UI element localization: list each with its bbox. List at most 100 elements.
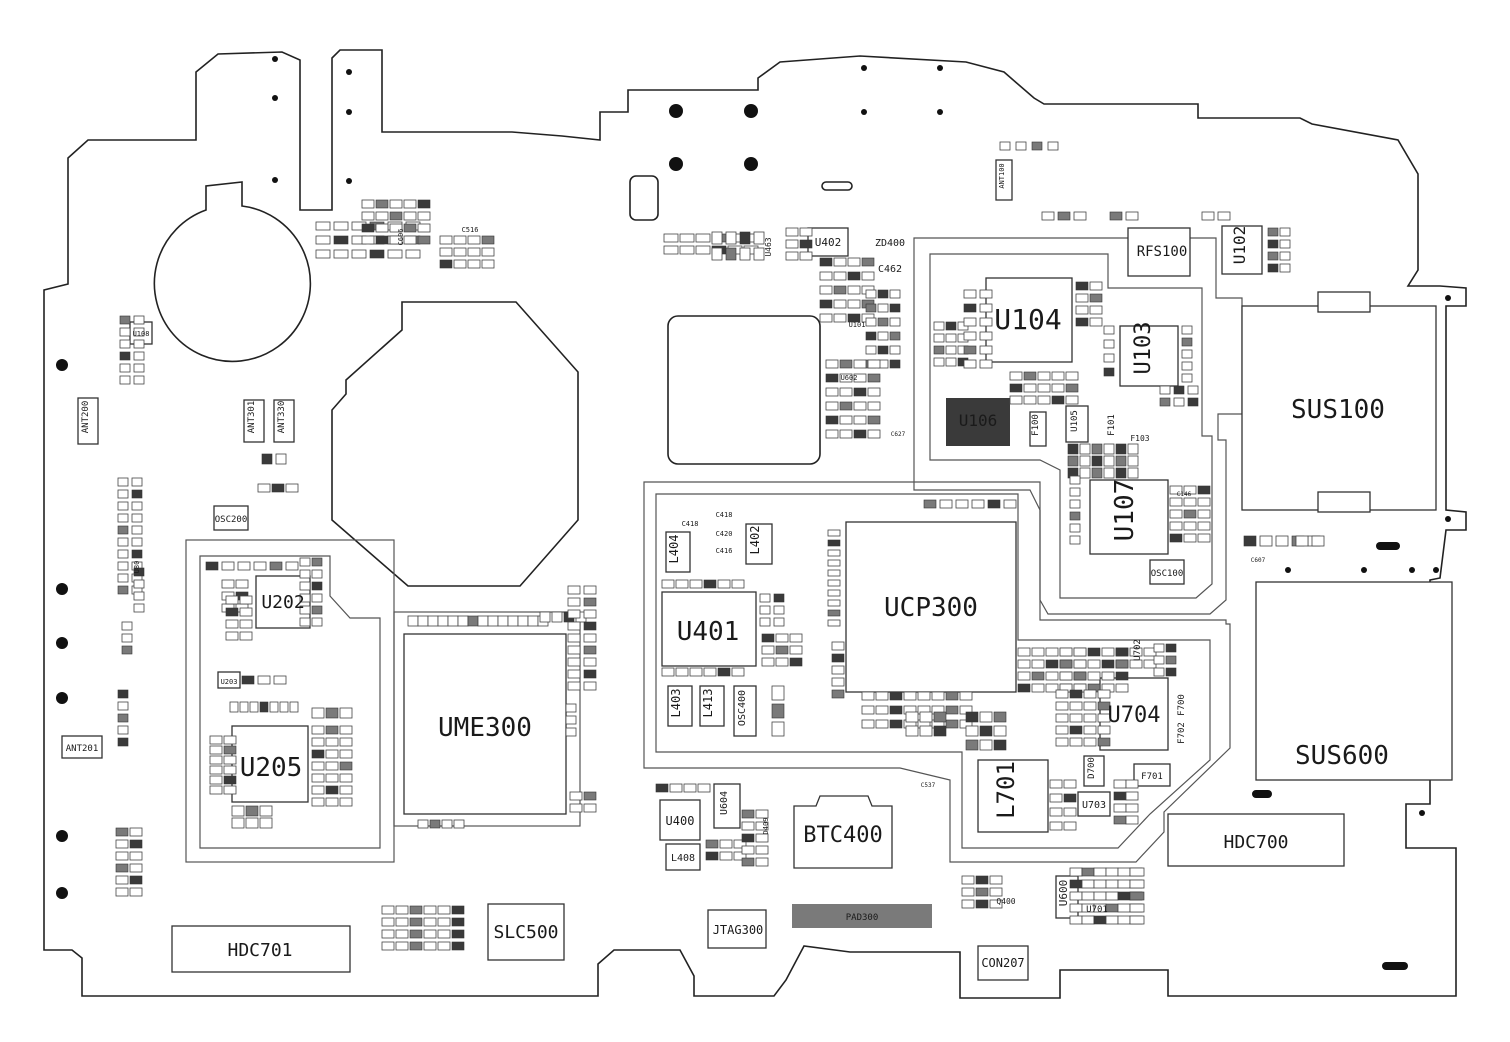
smd-pad <box>1113 815 1127 825</box>
smd-pad <box>877 289 889 299</box>
smd-pad <box>993 711 1007 723</box>
label-d700: D700 <box>1087 757 1097 779</box>
pad300-pad <box>792 904 932 928</box>
smd-pad <box>133 567 145 577</box>
smd-pad <box>933 321 945 331</box>
smd-pad <box>861 705 875 715</box>
smd-pad <box>825 415 839 425</box>
smd-pad <box>1113 791 1127 801</box>
smd-pad <box>565 727 577 737</box>
smd-pad <box>961 875 975 885</box>
label-rfs100: RFS100 <box>1137 244 1188 260</box>
smd-pad <box>119 351 131 361</box>
smd-pad <box>1115 467 1127 479</box>
smd-pad <box>403 223 417 233</box>
smd-pad <box>133 339 145 349</box>
smd-pad <box>679 245 695 255</box>
smd-pad <box>1101 671 1115 681</box>
smd-pad <box>875 705 889 715</box>
smd-pad <box>487 615 499 627</box>
smd-pad <box>1267 263 1279 273</box>
smd-pad <box>839 401 853 411</box>
smd-pad <box>567 585 581 595</box>
smd-pad <box>963 345 977 355</box>
smd-pad <box>1069 867 1083 877</box>
smd-pad <box>1017 647 1031 657</box>
smd-pad <box>1093 915 1107 925</box>
smd-pad <box>933 357 945 367</box>
label-u108: U108 <box>133 330 150 338</box>
smd-pad <box>1125 791 1139 801</box>
smd-pad <box>261 453 273 465</box>
smd-pad <box>847 313 861 323</box>
smd-pad <box>119 363 131 373</box>
smd-pad <box>861 271 875 281</box>
smd-pad <box>819 257 833 267</box>
smd-pad <box>311 617 323 627</box>
smd-pad <box>773 605 785 615</box>
smd-pad <box>389 211 403 221</box>
smd-pad <box>389 223 403 233</box>
u205-ic <box>231 725 309 803</box>
smd-pad <box>819 271 833 281</box>
smd-pad <box>131 501 143 511</box>
u203-part <box>217 671 241 689</box>
smd-pad <box>129 875 143 885</box>
ant201-part <box>61 735 103 759</box>
smd-pad <box>945 691 959 701</box>
smd-pad <box>117 549 129 559</box>
label-slc500: SLC500 <box>493 922 558 943</box>
smd-pad <box>867 415 881 425</box>
label-c537: C537 <box>921 782 936 789</box>
smd-pad <box>1183 509 1197 519</box>
smd-pad <box>375 211 389 221</box>
smd-pad <box>115 887 129 897</box>
smd-pad <box>833 257 847 267</box>
smd-pad <box>539 611 551 623</box>
smd-pad <box>1087 647 1101 657</box>
smd-pad <box>299 581 311 591</box>
smd-pad <box>1105 879 1119 889</box>
smd-pad <box>407 615 419 627</box>
smd-pad <box>583 585 597 595</box>
smd-pad <box>339 707 353 719</box>
smd-pad <box>1059 671 1073 681</box>
smd-pad <box>423 929 437 939</box>
smd-pad <box>403 235 417 245</box>
smd-pad <box>889 303 901 313</box>
smd-pad <box>235 579 249 589</box>
smd-pad <box>239 701 249 713</box>
smd-pad <box>1097 737 1111 747</box>
smd-pad <box>905 711 919 723</box>
smd-pad <box>1075 305 1089 315</box>
l403-inductor <box>667 685 693 727</box>
smd-pad <box>1101 659 1115 669</box>
smd-pad <box>245 805 259 817</box>
smd-pad <box>1079 467 1091 479</box>
smd-pad <box>1279 251 1291 261</box>
smd-pad <box>453 235 467 245</box>
smd-pad <box>1103 443 1115 455</box>
smd-pad <box>131 513 143 523</box>
smd-pad <box>1031 141 1043 151</box>
smd-pad <box>325 725 339 735</box>
smd-pad <box>705 851 719 861</box>
smd-pad <box>1129 903 1145 913</box>
smd-pad <box>231 817 245 829</box>
smd-pad <box>827 589 841 597</box>
smd-pad <box>989 887 1003 897</box>
smd-pad <box>339 797 353 807</box>
smd-pad <box>875 719 889 729</box>
smd-pad <box>719 851 733 861</box>
smd-pad <box>1079 443 1091 455</box>
smd-pad <box>115 875 129 885</box>
smd-pad <box>311 557 323 567</box>
smd-pad <box>1169 497 1183 507</box>
smd-pad <box>1115 659 1129 669</box>
smd-pad <box>1057 211 1071 221</box>
smd-pad <box>1069 535 1081 545</box>
smd-pad <box>1049 821 1063 831</box>
smd-pad <box>299 569 311 579</box>
smd-pad <box>339 749 353 759</box>
smd-pad <box>695 245 711 255</box>
